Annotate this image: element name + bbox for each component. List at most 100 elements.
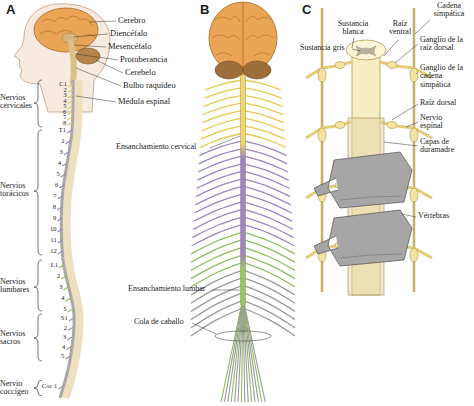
nerve-root bbox=[59, 185, 64, 188]
spinal-nerve bbox=[243, 308, 295, 336]
spinal-nerve bbox=[191, 300, 243, 327]
spinal-nerve bbox=[200, 133, 243, 147]
brainstem bbox=[71, 42, 74, 82]
nerve-root bbox=[59, 265, 64, 268]
cauda-ring bbox=[215, 331, 271, 341]
spinal-nerve bbox=[243, 300, 295, 327]
structure-label: Nervio espinal bbox=[420, 114, 464, 131]
vertebra bbox=[314, 210, 412, 266]
dorsal-root-ganglion bbox=[335, 62, 345, 69]
cauda-equina-fiber bbox=[238, 298, 243, 402]
vertebra-number: 5 bbox=[47, 306, 67, 313]
spinal-nerve bbox=[243, 293, 295, 320]
spinal-nerve bbox=[243, 103, 283, 115]
spinal-nerve bbox=[191, 247, 243, 270]
leader-line bbox=[384, 142, 418, 146]
nerve-root bbox=[68, 309, 73, 312]
region-label: Nervios sacros bbox=[0, 330, 34, 347]
brace bbox=[34, 130, 42, 255]
structure-label: Sustancia blanca bbox=[334, 20, 372, 37]
chain-ganglion bbox=[318, 68, 326, 82]
leader-line bbox=[392, 104, 418, 120]
vertebra-number: 4 bbox=[41, 160, 61, 167]
nerve-root bbox=[67, 130, 72, 133]
chain-ganglion bbox=[410, 68, 418, 82]
cord-section bbox=[346, 40, 386, 60]
structure-label: Ensanchamiento cervical bbox=[116, 143, 196, 151]
vertebra-number: 3 bbox=[46, 334, 66, 341]
cerebellum bbox=[243, 61, 271, 79]
panel-letter: B bbox=[200, 3, 209, 17]
vertebra-number: 5 bbox=[44, 353, 64, 360]
region-label: Nervios lumbares bbox=[0, 278, 34, 295]
leader-line bbox=[76, 96, 116, 102]
structure-label: Cerebelo bbox=[125, 68, 156, 77]
spinal-nerve bbox=[191, 255, 243, 279]
spinal-nerve bbox=[243, 270, 295, 295]
cauda-equina-fiber bbox=[235, 298, 243, 402]
vertebra-number: 11 bbox=[37, 237, 57, 244]
region-label: Nervios torácicos bbox=[0, 182, 34, 199]
dorsal-root-ganglion bbox=[387, 122, 397, 129]
spinal-cord bbox=[241, 74, 246, 306]
nerve-root bbox=[62, 163, 67, 166]
spinal-nerve bbox=[199, 141, 243, 156]
vertebra bbox=[314, 152, 412, 208]
nerve-root bbox=[67, 117, 72, 120]
vertebra-number: T1 bbox=[46, 127, 66, 134]
chain-ganglion bbox=[410, 128, 418, 142]
nerve-root bbox=[68, 90, 73, 93]
leader-line bbox=[192, 323, 216, 334]
structure-label: Mesencéfalo bbox=[108, 42, 151, 51]
structure-label: Médula espinal bbox=[118, 97, 170, 106]
spinal-nerve bbox=[243, 110, 284, 122]
nerve-root bbox=[69, 318, 74, 321]
brain bbox=[209, 2, 277, 74]
region-label: Nervios cervicales bbox=[0, 94, 34, 111]
vertebra-number: 6 bbox=[38, 182, 58, 189]
leader-line bbox=[90, 21, 116, 22]
vertebra-number: Coc 1 bbox=[37, 383, 57, 390]
vertebra-number: 3 bbox=[42, 284, 62, 291]
structure-label: Cerebro bbox=[118, 16, 145, 25]
nerve-root bbox=[61, 276, 66, 279]
spinal-nerve bbox=[202, 110, 243, 122]
spinal-nerve bbox=[243, 126, 285, 140]
leader-line bbox=[415, 20, 430, 34]
nerve-root bbox=[68, 101, 73, 104]
cauda-equina-fiber bbox=[221, 298, 243, 402]
leader-line bbox=[74, 45, 106, 47]
leader-line bbox=[352, 49, 360, 51]
head-profile bbox=[14, 4, 110, 112]
nerve-root bbox=[67, 123, 72, 126]
structure-label: Raíz dorsal bbox=[420, 99, 456, 107]
cerebellum bbox=[76, 48, 100, 64]
vertebra-number: 4 bbox=[45, 344, 65, 351]
cauda-equina-fiber bbox=[243, 298, 265, 402]
vertebra-shading bbox=[340, 196, 402, 258]
vertebra-number: 3 bbox=[43, 149, 63, 156]
nerve-root bbox=[67, 106, 72, 109]
cauda-equina-fiber bbox=[224, 298, 243, 402]
dorsal-root-ganglion bbox=[335, 122, 345, 129]
vertebra-number: 10 bbox=[36, 226, 56, 233]
spinal-nerve bbox=[191, 232, 243, 254]
region-label: Nervio coccígeo bbox=[0, 380, 34, 397]
leader-line bbox=[210, 136, 240, 148]
midline bbox=[243, 3, 244, 70]
nerve-root bbox=[57, 229, 62, 232]
vertebra-number: 5 bbox=[40, 171, 60, 178]
nerve-root bbox=[65, 141, 70, 144]
spinal-nerve bbox=[243, 118, 285, 131]
nerve-root bbox=[58, 251, 63, 254]
structure-label: Capas de duramadre bbox=[420, 138, 466, 155]
vertebra-number: 2 bbox=[40, 273, 60, 280]
spinal-nerve bbox=[243, 133, 286, 147]
spinal-nerve bbox=[243, 285, 295, 311]
nerve-root bbox=[68, 328, 73, 331]
leader-line bbox=[212, 290, 240, 291]
nerve-root bbox=[63, 287, 68, 290]
cerebellum bbox=[215, 61, 243, 79]
spinal-nerve bbox=[199, 148, 243, 163]
